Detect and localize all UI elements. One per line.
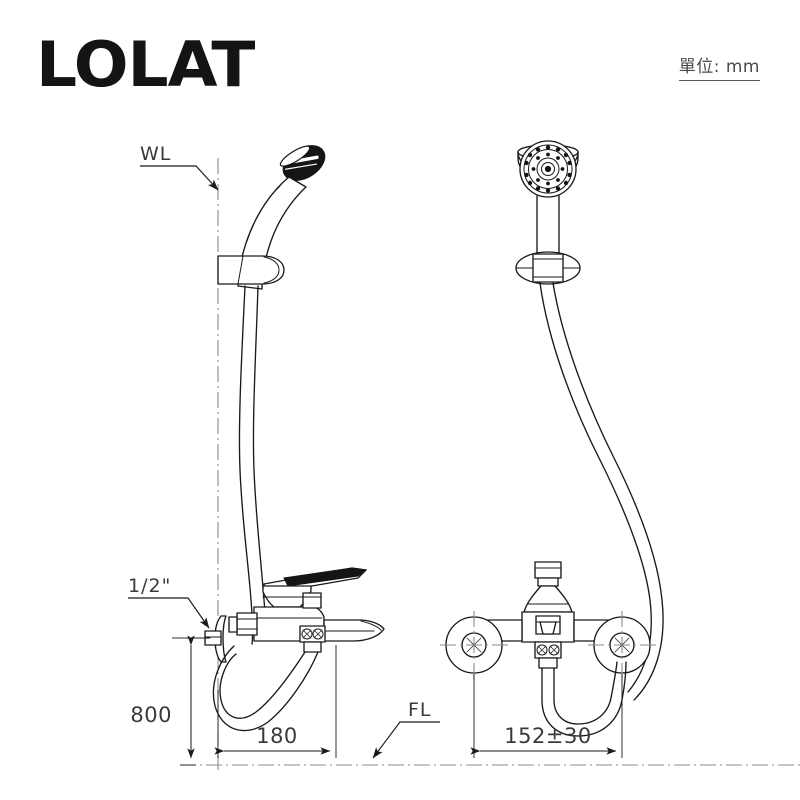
wall-hook-bracket-front [515,251,581,285]
hand-shower-head-front [517,140,579,257]
inlet-thread-annotation: 1/2" [128,575,210,629]
floor-line-label: FL [408,699,432,721]
unit-note: 單位: mm [678,52,760,81]
dimension-mount-height: 800 [130,635,196,766]
wall-flange-right-front [588,611,656,679]
shower-hose-loop-side [212,645,319,732]
lever-handle-top [283,567,368,587]
brand-logo: LOLAT [36,28,255,101]
diverter-knob-side [302,592,322,609]
wall-flange-side [185,615,227,663]
dimension-inlet-spacing-value: 152±30 [504,724,591,748]
floor-line-annotation: FL [372,699,440,759]
dimension-inlet-spacing: 152±30 [470,674,623,758]
inlet-thread-label: 1/2" [128,575,171,597]
shower-hose-loop-front [541,661,627,737]
shower-hose-side [238,285,266,645]
handle-highlight [246,185,281,242]
hose-outlet-side [299,625,326,653]
inlet-connector-side [228,612,258,636]
dimension-spout-projection-value: 180 [256,724,298,748]
bath-shower-mixer-side [185,567,385,663]
front-elevation-view [440,140,664,737]
bath-shower-mixer-front [440,561,656,679]
side-elevation-view [185,145,385,770]
wall-hook-bracket-side [217,255,285,285]
wall-line-label: WL [140,143,171,165]
dimension-mount-height-value: 800 [130,703,172,727]
dimension-spout-projection: 180 [214,645,337,758]
wall-line-annotation: WL [140,143,219,191]
wall-flange-left-front [440,611,508,679]
